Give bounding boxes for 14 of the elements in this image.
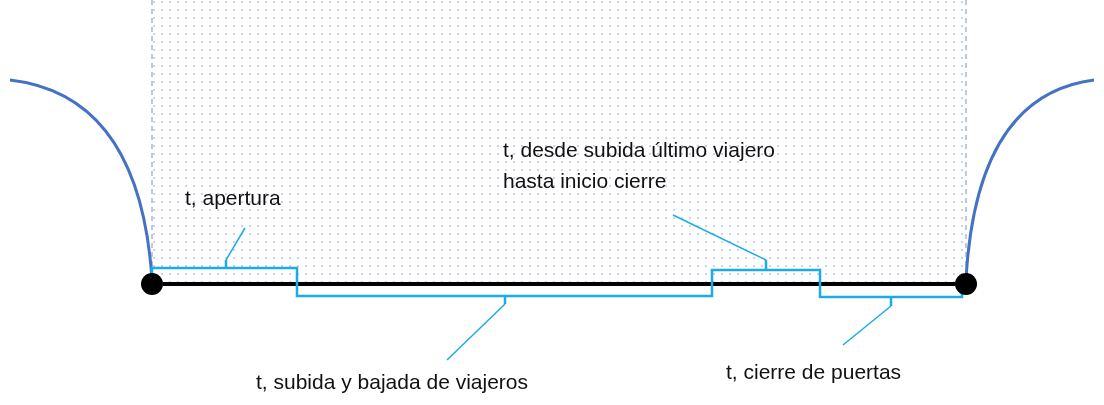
leader-line <box>672 214 767 261</box>
time-label: t, subida y bajada de viajeros <box>256 366 636 397</box>
leader-line <box>842 305 892 346</box>
leader-line <box>446 303 506 361</box>
time-label: t, apertura <box>185 182 335 213</box>
bracket <box>150 258 299 284</box>
time-label: t, cierre de puertas <box>726 356 986 387</box>
end-dot <box>141 273 163 295</box>
timeline-line <box>163 282 955 286</box>
end-dot <box>955 273 977 295</box>
bracket <box>295 280 714 306</box>
bracket <box>818 280 964 308</box>
time-label: t, desde subida último viajero hasta inicio cierre <box>503 134 813 196</box>
bracket <box>710 258 822 284</box>
